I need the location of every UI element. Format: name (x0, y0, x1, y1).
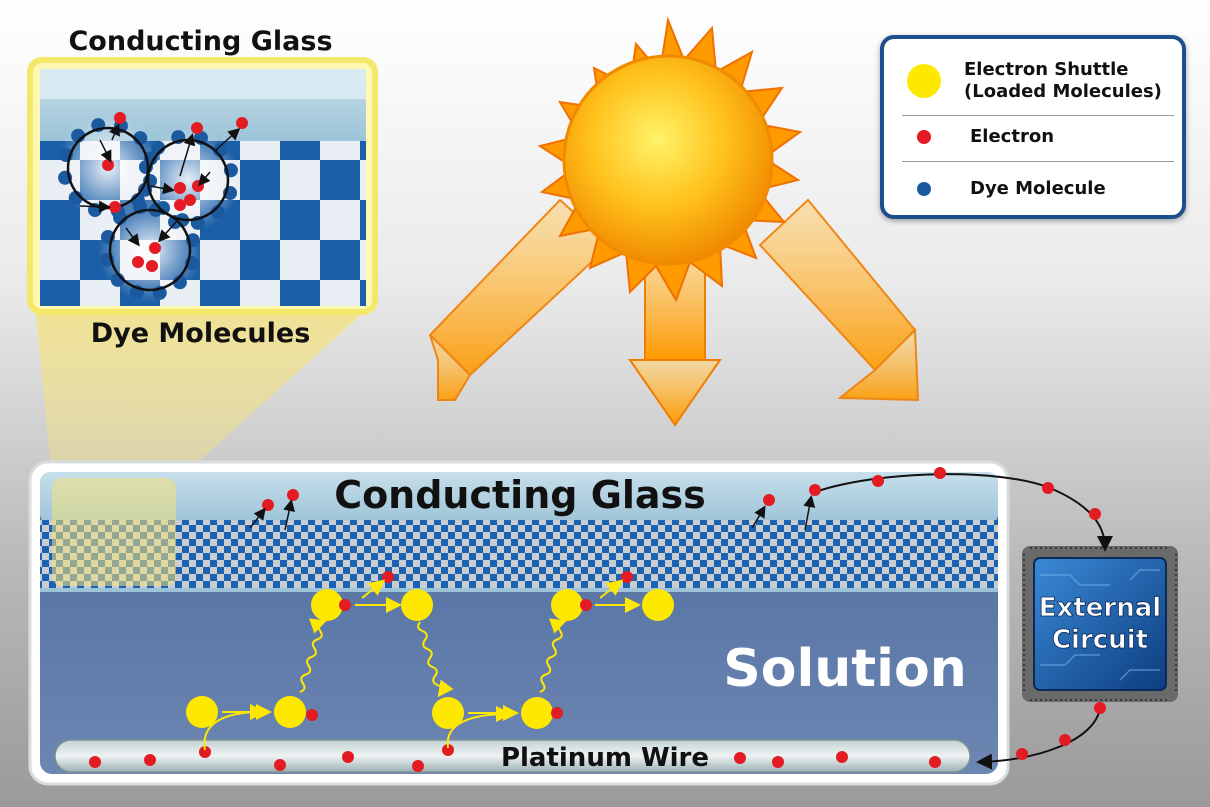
electron (934, 467, 946, 479)
electron (262, 499, 274, 511)
electron (382, 571, 394, 583)
solution-label: Solution (723, 639, 966, 699)
electron (1094, 702, 1106, 714)
electron (809, 484, 821, 496)
legend-shuttle-line1: Electron Shuttle (964, 59, 1129, 80)
electron-arrow (215, 127, 241, 151)
electron-arrow (751, 505, 766, 529)
inset-title: Conducting Glass (68, 26, 333, 57)
electron (772, 756, 784, 768)
electron (149, 242, 161, 254)
dye-molecule-icon (917, 182, 931, 196)
electron (929, 756, 941, 768)
dynamic-layer (56, 112, 1106, 772)
solar-cell (28, 460, 1010, 786)
electron-shuttle (186, 696, 218, 728)
shuttle-arrow (599, 579, 624, 599)
electron (339, 599, 351, 611)
electron-arrow (108, 123, 120, 141)
electron (412, 760, 424, 772)
sun-icon (537, 16, 803, 303)
shuttle-icon (907, 64, 941, 98)
electron (199, 746, 211, 758)
legend: Electron Shuttle (Loaded Molecules) Elec… (880, 35, 1186, 219)
glass-label: Conducting Glass (334, 473, 706, 517)
electron (1089, 508, 1101, 520)
electron (102, 159, 114, 171)
shuttle-arrow (203, 704, 266, 751)
electron (191, 122, 203, 134)
electron-icon (917, 130, 931, 144)
shuttle-arrow (361, 579, 386, 599)
electron (184, 194, 196, 206)
external-circuit-chip (1022, 546, 1178, 702)
electron (836, 751, 848, 763)
legend-dye-label: Dye Molecule (970, 178, 1106, 199)
magnifier-cone (35, 305, 372, 480)
electron (872, 475, 884, 487)
electron (551, 707, 563, 719)
electron (734, 752, 746, 764)
electron (144, 754, 156, 766)
circuit-label-line1: External (1039, 593, 1161, 623)
electron (174, 199, 186, 211)
legend-divider (902, 115, 1174, 116)
electron (306, 709, 318, 721)
electron (1042, 482, 1054, 494)
electron (109, 201, 121, 213)
legend-divider (902, 161, 1174, 162)
electron-shuttle (311, 589, 343, 621)
wire-label: Platinum Wire (501, 743, 709, 773)
particle-outline (108, 208, 192, 292)
electron-arrow (149, 182, 175, 195)
legend-electron-label: Electron (970, 126, 1055, 147)
electron (1059, 734, 1071, 746)
electron-arrow (79, 200, 111, 213)
legend-item-dye: Dye Molecule (884, 173, 1182, 205)
electron-arrow (803, 495, 816, 531)
electron (342, 751, 354, 763)
legend-shuttle-line2: (Loaded Molecules) (964, 81, 1162, 102)
electron (236, 117, 248, 129)
electron-arrow (249, 507, 266, 529)
relaxation-wave (417, 621, 454, 698)
electron (274, 759, 286, 771)
electron (580, 599, 592, 611)
electron-shuttle (642, 589, 674, 621)
electron-shuttle (401, 589, 433, 621)
electron (1016, 748, 1028, 760)
electron (442, 744, 454, 756)
electron-shuttle (432, 697, 464, 729)
electron-arrow (283, 499, 295, 531)
electron (132, 256, 144, 268)
electron-arrow (158, 221, 177, 243)
legend-item-electron: Electron (884, 121, 1182, 153)
electron (763, 494, 775, 506)
electron-arrow (198, 171, 211, 187)
electron-arrow (179, 133, 196, 177)
electron (89, 756, 101, 768)
electron (174, 182, 186, 194)
circuit-label-line2: Circuit (1052, 625, 1148, 655)
circuit-wire (814, 473, 1113, 770)
electron-shuttle (274, 696, 306, 728)
electron (621, 571, 633, 583)
inset-subtitle: Dye Molecules (90, 318, 311, 349)
electron-arrow (99, 139, 112, 163)
excitation-wave (299, 618, 327, 693)
electron (146, 260, 158, 272)
electron-shuttle (551, 589, 583, 621)
electron (114, 112, 126, 124)
excitation-wave (539, 618, 567, 693)
electron-shuttle (521, 697, 553, 729)
electron (287, 489, 299, 501)
electron-arrow (125, 227, 140, 247)
legend-item-shuttle: Electron Shuttle (Loaded Molecules) (884, 59, 1182, 103)
shuttle-arrow (446, 706, 512, 749)
